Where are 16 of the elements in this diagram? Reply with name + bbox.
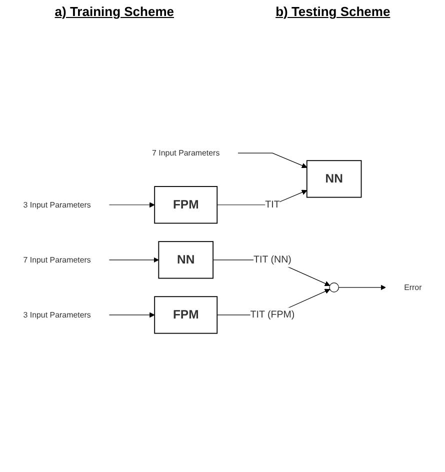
node-circle [329, 282, 339, 293]
edge-label: TIT (NN) [254, 254, 292, 266]
node-box: FPM [154, 296, 218, 334]
node-box: NN [306, 160, 362, 198]
arrow [108, 202, 155, 208]
arrow [108, 312, 155, 318]
edge-label: TIT (FPM) [250, 310, 295, 320]
arrow [216, 190, 308, 206]
node-box: NN [158, 242, 214, 280]
edge-label: TIT [265, 200, 280, 210]
section-heading: b) Testing Scheme [276, 4, 390, 19]
node-box: FPM [154, 186, 218, 224]
section-heading: a) Training Scheme [54, 4, 174, 19]
arrow [238, 153, 308, 168]
arrow [338, 285, 386, 291]
arrow [108, 258, 159, 263]
